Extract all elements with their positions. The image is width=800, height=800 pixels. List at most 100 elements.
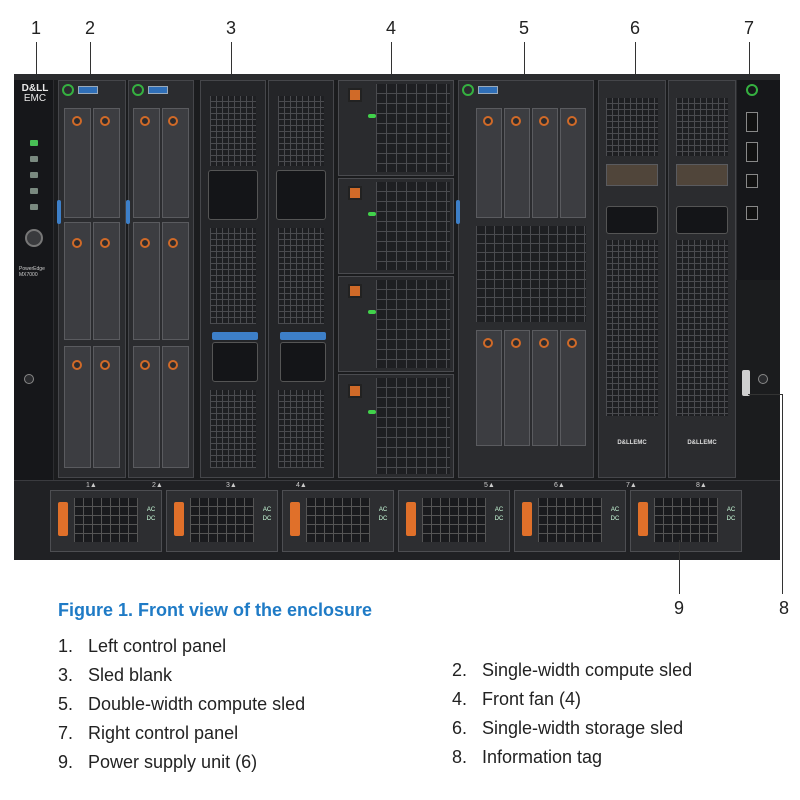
legend-label: Single-width compute sled <box>482 660 693 680</box>
legend-num: 1. <box>58 636 74 656</box>
dw-sled-latch-icon[interactable] <box>511 338 521 348</box>
sled-1-drive-2[interactable] <box>93 108 120 218</box>
dw-sled-latch-icon[interactable] <box>539 116 549 126</box>
dw-sled-latch-icon[interactable] <box>567 338 577 348</box>
fan-4-latch-icon[interactable] <box>348 384 362 398</box>
left-control-panel <box>14 80 54 480</box>
sled-blank-2-cutout <box>276 170 326 220</box>
right-panel-usb-port-2[interactable] <box>746 142 758 162</box>
sled-blank-1-handle-grip[interactable] <box>212 342 258 382</box>
dw-sled-drive-4[interactable] <box>560 108 586 218</box>
sled-2-drive-1[interactable] <box>133 108 160 218</box>
brand-line-1: D&LL <box>21 83 49 94</box>
sled-blank-2-handle[interactable] <box>280 332 326 340</box>
legend-num: 5. <box>58 694 74 714</box>
dw-sled-drive-2[interactable] <box>504 108 530 218</box>
fan-1-latch-icon[interactable] <box>348 88 362 102</box>
sled-1-latch-icon[interactable] <box>100 360 110 370</box>
sled-2-drive-5[interactable] <box>133 346 160 468</box>
fan-status-icon <box>30 188 38 194</box>
fan-4-led-icon <box>368 410 376 414</box>
psu-4-dc-label: DC <box>494 516 504 522</box>
sled-2-latch-icon[interactable] <box>140 360 150 370</box>
information-tag[interactable] <box>742 370 750 396</box>
callout-5: 5 <box>518 18 530 38</box>
psu-6-grille <box>654 498 718 542</box>
psu-3-latch-icon[interactable] <box>290 502 300 536</box>
psu-5-latch-icon[interactable] <box>522 502 532 536</box>
sled-1-release-handle[interactable] <box>57 200 61 224</box>
dw-sled-drive-5[interactable] <box>476 330 502 446</box>
fan-2-latch-icon[interactable] <box>348 186 362 200</box>
right-panel-mini-port[interactable] <box>746 174 758 188</box>
dw-sled-drive-6[interactable] <box>504 330 530 446</box>
sled-blank-2-handle-grip[interactable] <box>280 342 326 382</box>
dw-sled-drive-8[interactable] <box>560 330 586 446</box>
sled-2-power-icon[interactable] <box>132 84 144 96</box>
bay-label-1: 1▲ <box>86 482 97 489</box>
dw-sled-latch-icon[interactable] <box>567 116 577 126</box>
sled-2-latch-icon[interactable] <box>168 238 178 248</box>
right-panel-power-icon[interactable] <box>746 84 758 96</box>
legend-item-4: 4.Front fan (4) <box>452 689 581 710</box>
sled-1-latch-icon[interactable] <box>72 238 82 248</box>
legend-label: Power supply unit (6) <box>88 752 258 772</box>
sled-blank-1-handle[interactable] <box>212 332 258 340</box>
psu-3-ac-label: AC <box>378 507 388 513</box>
psu-4-ac-label: AC <box>494 507 504 513</box>
sled-2-latch-icon[interactable] <box>140 238 150 248</box>
psu-4-latch-icon[interactable] <box>406 502 416 536</box>
sled-blank-2-grille-bottom <box>278 390 324 468</box>
sled-1-drive-5[interactable] <box>64 346 91 468</box>
callout-8: 8 <box>778 598 790 618</box>
legend-item-7: 7.Right control panel <box>58 723 238 744</box>
dw-sled-release-handle[interactable] <box>456 200 460 224</box>
sled-1-drive-1[interactable] <box>64 108 91 218</box>
dw-sled-latch-icon[interactable] <box>511 116 521 126</box>
dw-sled-drive-7[interactable] <box>532 330 558 446</box>
sled-1-power-icon[interactable] <box>62 84 74 96</box>
dw-sled-drive-1[interactable] <box>476 108 502 218</box>
sled-2-latch-icon[interactable] <box>168 116 178 126</box>
legend-label: Double-width compute sled <box>88 694 306 714</box>
fan-4-grille <box>376 378 450 474</box>
dw-sled-usb-icon <box>478 86 498 94</box>
storage-sled-1-handle[interactable] <box>606 206 658 234</box>
sled-blank-1-grille-mid <box>210 228 256 324</box>
sled-2-latch-icon[interactable] <box>140 116 150 126</box>
sled-blank-2-grille-mid <box>278 228 324 324</box>
sled-2-release-handle[interactable] <box>126 200 130 224</box>
sled-2-drive-2[interactable] <box>162 108 189 218</box>
sled-1-latch-icon[interactable] <box>100 116 110 126</box>
psu-2-latch-icon[interactable] <box>174 502 184 536</box>
sled-2-drive-4[interactable] <box>162 222 189 340</box>
dw-sled-power-icon[interactable] <box>462 84 474 96</box>
fan-2-grille <box>376 182 450 270</box>
dw-sled-latch-icon[interactable] <box>483 116 493 126</box>
power-button-icon[interactable] <box>25 229 43 247</box>
psu-6-latch-icon[interactable] <box>638 502 648 536</box>
legend-num: 9. <box>58 752 74 772</box>
callout-8-leader-h <box>748 394 782 395</box>
legend-item-1: 1.Left control panel <box>58 636 226 657</box>
psu-2-dc-label: DC <box>262 516 272 522</box>
sled-2-latch-icon[interactable] <box>168 360 178 370</box>
sled-blank-1-grille-top <box>210 96 256 166</box>
dw-sled-latch-icon[interactable] <box>539 338 549 348</box>
sled-1-latch-icon[interactable] <box>100 238 110 248</box>
dw-sled-latch-icon[interactable] <box>483 338 493 348</box>
legend-label: Sled blank <box>88 665 173 685</box>
sled-1-latch-icon[interactable] <box>72 360 82 370</box>
legend-num: 2. <box>452 660 468 680</box>
bay-label-5: 5▲ <box>484 482 495 489</box>
psu-1-latch-icon[interactable] <box>58 502 68 536</box>
fan-3-latch-icon[interactable] <box>348 284 362 298</box>
right-panel-display-port[interactable] <box>746 206 758 220</box>
sled-blank-2-grille-top <box>278 96 324 166</box>
dw-sled-drive-3[interactable] <box>532 108 558 218</box>
right-panel-usb-port-1[interactable] <box>746 112 758 132</box>
legend-item-5: 5. Double-width compute sled <box>58 694 305 715</box>
storage-sled-2-handle[interactable] <box>676 206 728 234</box>
sled-1-latch-icon[interactable] <box>72 116 82 126</box>
